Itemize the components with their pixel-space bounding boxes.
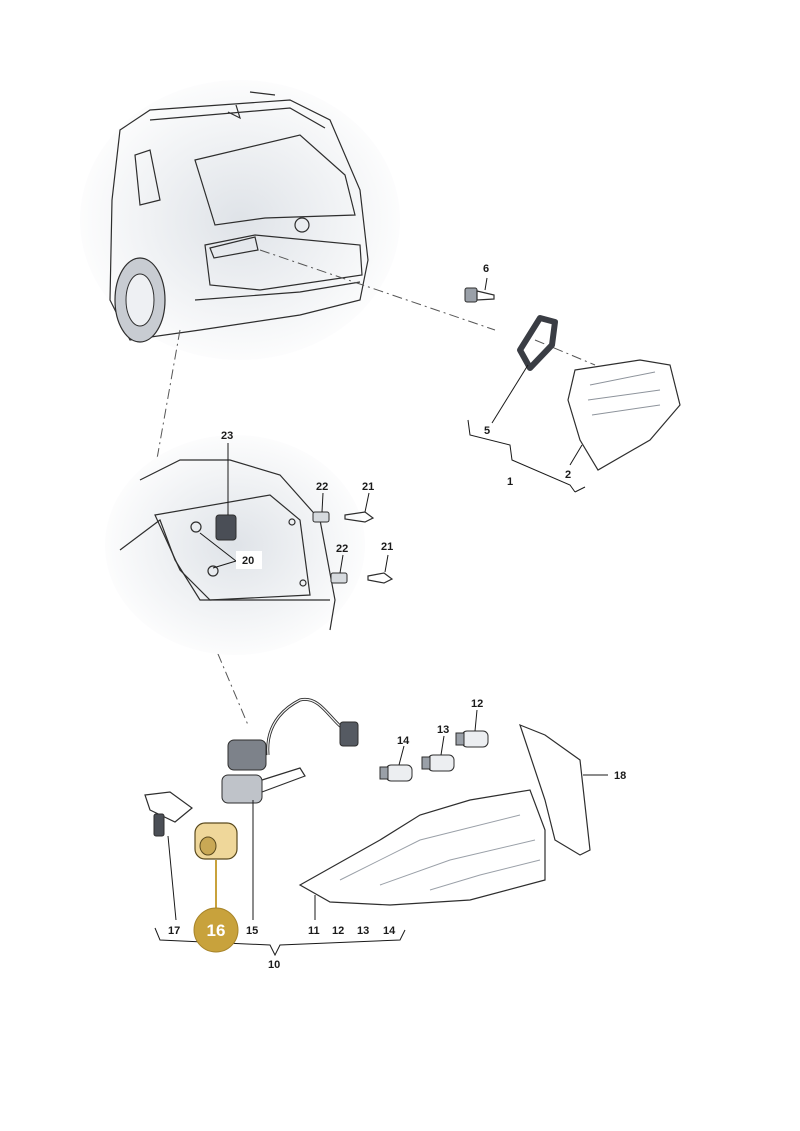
vehicle-rear-illustration [80, 80, 400, 360]
callout-22a: 22 [316, 481, 328, 493]
leader-lines [167, 277, 608, 921]
callout-2: 2 [565, 469, 571, 481]
bolts-21-22-illustration [312, 511, 394, 584]
callout-15: 15 [246, 925, 258, 937]
callout-17: 17 [168, 925, 180, 937]
cover-18-illustration [519, 723, 591, 856]
callout-6: 6 [483, 263, 489, 275]
gasket-5-illustration [517, 315, 558, 371]
callout-14a: 14 [397, 735, 410, 747]
callout-21b: 21 [381, 541, 393, 553]
screw-6-illustration [464, 287, 495, 303]
wiring-harness-15-illustration [221, 697, 359, 804]
callout-labels: 6 5 2 1 23 22 21 22 21 20 12 13 14 18 17… [168, 263, 626, 971]
tail-lamp-11-illustration [298, 789, 546, 906]
grommet-16-illustration [194, 822, 238, 860]
callout-11: 11 [308, 925, 320, 937]
callout-12a: 12 [471, 698, 483, 710]
callout-13b: 13 [357, 925, 369, 937]
callout-10: 10 [268, 959, 280, 971]
callout-1: 1 [507, 476, 513, 488]
bulbs-12-13-14-illustration [379, 730, 489, 782]
callout-12b: 12 [332, 925, 344, 937]
callout-23: 23 [221, 430, 233, 442]
inner-tail-lamp-2-illustration [567, 359, 681, 471]
callout-14b: 14 [383, 925, 396, 937]
callout-22b: 22 [336, 543, 348, 555]
callout-16: 16 [207, 921, 226, 940]
callout-13a: 13 [437, 724, 449, 736]
highlighted-callout-16: 16 [193, 907, 239, 953]
callout-20: 20 [242, 555, 254, 567]
connector-17-illustration [144, 791, 193, 837]
mounting-area-illustration [105, 435, 365, 655]
callout-5: 5 [484, 425, 490, 437]
callout-18: 18 [614, 770, 626, 782]
callout-21a: 21 [362, 481, 374, 493]
